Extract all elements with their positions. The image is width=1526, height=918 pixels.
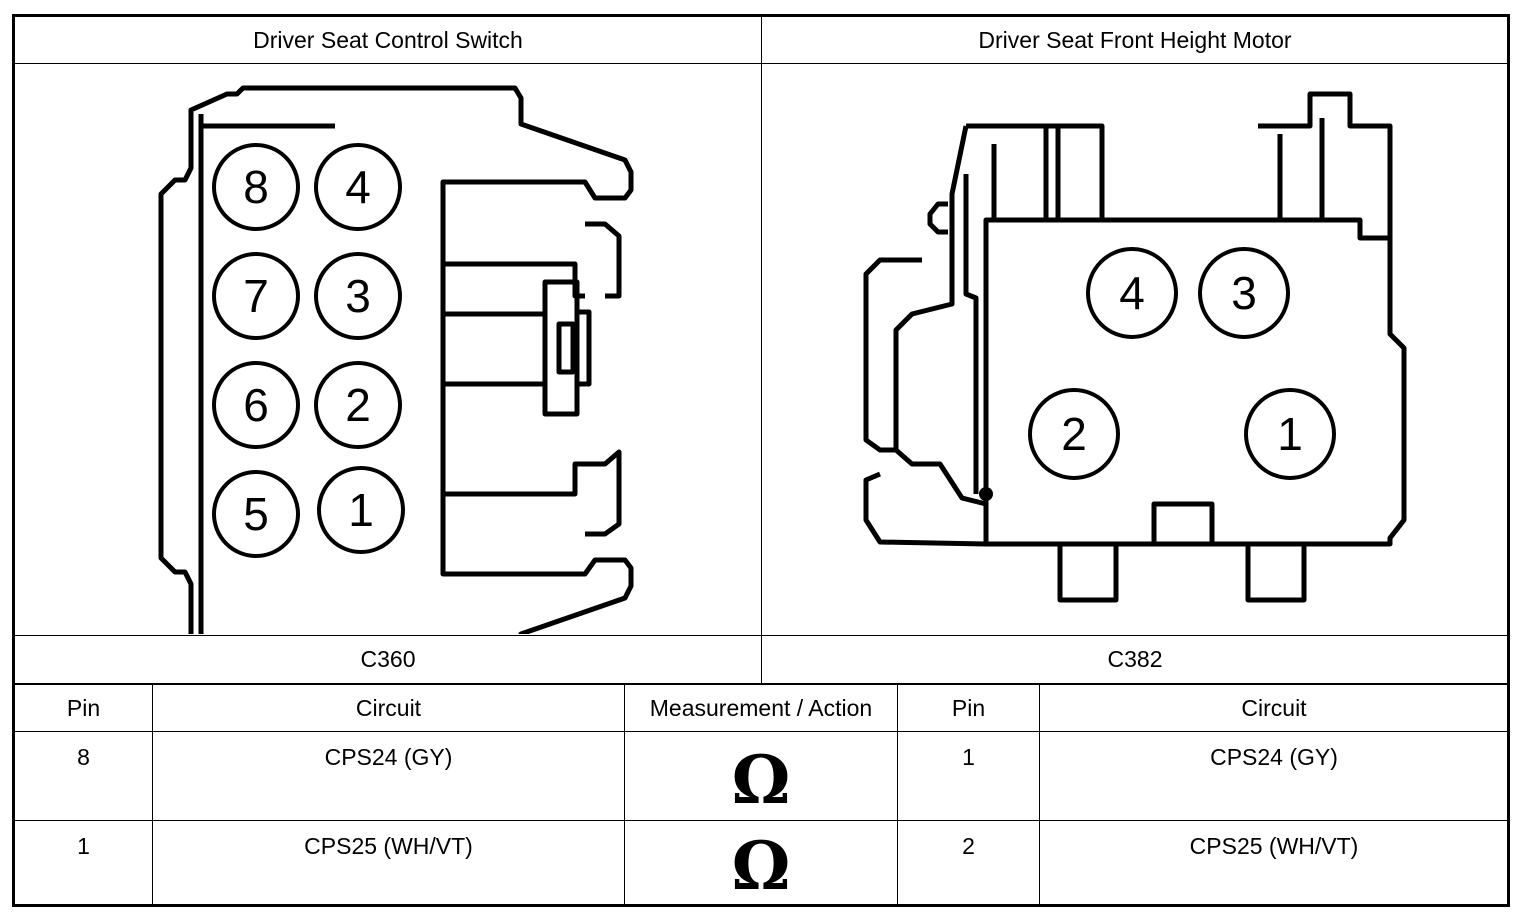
c360-lock-inner: [556, 321, 576, 375]
row-2-pin-b: 2: [962, 833, 975, 859]
col-header-circuit-b: Circuit: [1241, 694, 1307, 721]
row-2-action-ohm-icon: Ω: [625, 821, 897, 905]
c382-right-post-inner: [1277, 118, 1325, 220]
c382-pin-number: 2: [1061, 408, 1087, 460]
c382-pin-cavity: [1198, 247, 1290, 339]
c382-side-nub: [927, 201, 948, 235]
row-2-circuit-b: CPS25 (WH/VT): [1189, 833, 1359, 859]
c360-pin-cavity: [314, 361, 402, 449]
row-1-action-ohm-icon: Ω: [625, 732, 897, 820]
diagram-frame: [12, 14, 1510, 907]
c360-pin-cavity: [212, 143, 300, 231]
c360-rib: [577, 309, 592, 387]
c382-notch: [1151, 501, 1215, 544]
col-header-measurement: Measurement / Action: [649, 694, 873, 721]
connector-id-left: C360: [360, 646, 416, 672]
c382-pin-number: 1: [1277, 408, 1303, 460]
divider-col-3: [897, 684, 898, 905]
row-1-circuit-a: CPS24 (GY): [324, 744, 453, 770]
c360-pin-number: 2: [345, 379, 371, 431]
c382-pin-cavity: [1028, 388, 1120, 480]
right-component-title: Driver Seat Front Height Motor: [978, 26, 1292, 53]
c382-side-arm: [863, 257, 922, 453]
c382-peg-right: [1245, 544, 1307, 603]
c360-outer-housing: [158, 85, 634, 634]
col-header-pin-a: Pin: [66, 694, 101, 721]
c360-center-lock: [443, 311, 548, 387]
c382-peg-left: [1057, 544, 1119, 603]
c360-latch-upper: [440, 182, 585, 299]
c382-latch: [893, 125, 987, 507]
c360-latch-lower: [443, 461, 585, 497]
row-1-pin-b: 1: [962, 744, 975, 770]
c382-right-post: [1258, 91, 1393, 238]
ohm-symbol: Ω: [731, 741, 791, 819]
col-header-pin-b: Pin: [951, 694, 986, 721]
c382-left-post: [966, 123, 1105, 220]
c360-pin-number: 6: [243, 379, 269, 431]
c382-main-body: [983, 217, 1407, 547]
c360-tab-bottom: [585, 449, 622, 537]
c360-pin-cavity: [212, 470, 300, 558]
row-2-circuit-a: CPS25 (WH/VT): [304, 833, 473, 859]
c382-marker-dot: [979, 487, 993, 501]
connector-c360-diagram: 8 4 7 3 6 2 5 1: [158, 85, 634, 634]
c382-left-post-rib: [1043, 126, 1061, 220]
c360-tab-top: [585, 221, 622, 299]
c382-pin-cavity: [1244, 388, 1336, 480]
c382-pin-number: 4: [1119, 267, 1145, 319]
c382-latch-inner: [963, 174, 979, 494]
c360-pin-cavity: [314, 252, 402, 340]
connector-id-right: C382: [1107, 646, 1163, 672]
divider-col-2: [624, 684, 625, 905]
c360-pin-cavity: [317, 466, 405, 554]
c382-pin-cavity: [1086, 247, 1178, 339]
c360-pin-number: 5: [243, 488, 269, 540]
left-component-title: Driver Seat Control Switch: [253, 26, 523, 53]
connector-c382-diagram: 4 3 2 1: [863, 91, 1407, 603]
c360-pin-number: 8: [243, 161, 269, 213]
divider-column-labels: [14, 731, 1508, 732]
row-1-circuit-b: CPS24 (GY): [1210, 744, 1338, 770]
c382-pin-number: 3: [1231, 267, 1257, 319]
c360-pin-cavity: [212, 252, 300, 340]
c360-lock-box: [542, 279, 580, 417]
c360-pin-cavity: [314, 143, 402, 231]
divider-table-header: [14, 683, 1508, 685]
row-1-pin-a: 8: [77, 744, 90, 770]
divider-row-1: [14, 820, 1508, 821]
row-2-pin-a: 1: [77, 833, 90, 859]
c360-pin-number: 3: [345, 270, 371, 322]
ohm-symbol: Ω: [731, 827, 791, 905]
c360-pin-number: 1: [348, 484, 374, 536]
divider-col-4: [1039, 684, 1040, 905]
c360-pin-number: 4: [345, 161, 371, 213]
divider-connectors: [761, 16, 762, 684]
c360-pin-number: 7: [243, 270, 269, 322]
col-header-circuit-a: Circuit: [355, 694, 422, 721]
divider-col-1: [152, 684, 153, 905]
c360-pin-cavity: [212, 361, 300, 449]
c382-foot-left: [863, 471, 987, 547]
